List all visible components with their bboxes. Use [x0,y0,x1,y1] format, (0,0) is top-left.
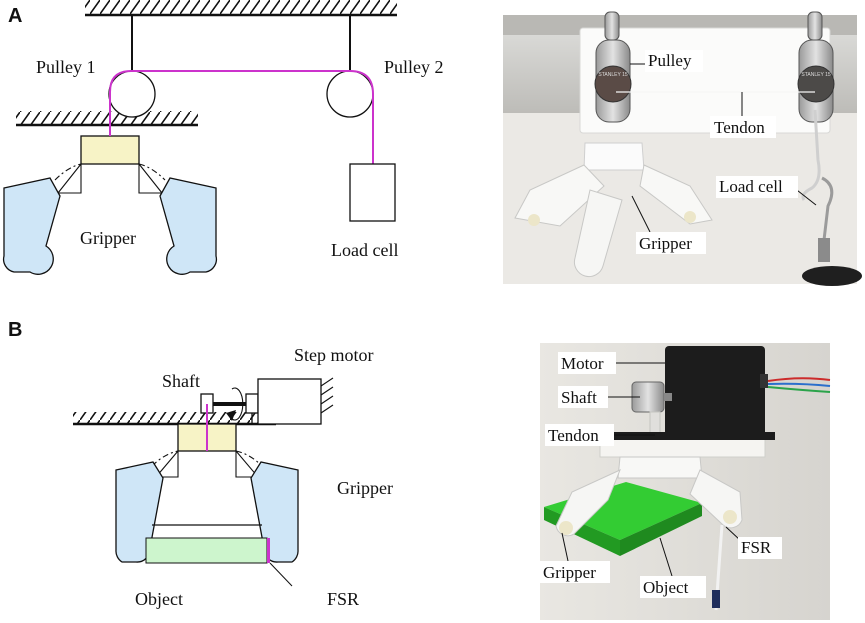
step-motor-box [257,378,322,425]
photo-a-load-cell [801,109,862,286]
photo-b-label-motor: Motor [558,352,665,374]
svg-text:Tendon: Tendon [548,426,599,445]
label-shaft: Shaft [162,371,200,391]
pulley2-wheel [326,70,374,118]
photo-b-label-object: Object [640,537,706,598]
label-pulley1: Pulley 1 [36,57,96,77]
photo-a-gripper [514,142,713,278]
base-a [16,111,198,127]
base-b [73,412,276,426]
photo-a-pulley-right: STANLEY 15 [797,11,835,123]
label-step-motor: Step motor [294,345,374,365]
label-pulley2: Pulley 2 [384,57,444,77]
pulley-engraving-left: STANLEY 15 [598,72,627,78]
svg-text:Tendon: Tendon [714,118,765,137]
ceiling-a [85,0,397,17]
pulley1-wheel [108,70,156,118]
object-b [145,537,268,564]
photo-b-label-shaft: Shaft [558,386,640,408]
fsr-strip [267,538,270,563]
svg-text:Object: Object [643,578,689,597]
photo-b-motor [631,346,831,443]
pulley-engraving-right: STANLEY 15 [801,72,830,78]
panel-letter-b: B [8,319,22,341]
svg-text:Gripper: Gripper [639,234,692,253]
label-object: Object [135,589,183,609]
photo-a-pulley-left: STANLEY 15 [594,11,632,123]
panel-b: B [8,319,393,609]
photo-b-label-gripper: Gripper [540,532,610,583]
tendon-a [109,70,374,164]
label-load-cell: Load cell [331,240,398,260]
finger-right-a [159,177,218,275]
svg-text:Shaft: Shaft [561,388,597,407]
photo-a-label-tendon: Tendon [710,92,776,138]
palm-a [80,135,140,165]
label-fsr: FSR [327,589,359,609]
photo-b-label-fsr: FSR [725,526,782,559]
photo-b-label-tendon: Tendon [545,424,655,446]
panel-a: A Pulley 1 Pulley 2 Gripper Load cell [2,0,444,275]
photo-a-label-gripper: Gripper [631,195,706,254]
photo-b-gripper [544,456,743,611]
svg-text:Gripper: Gripper [543,563,596,582]
gripper-a [2,135,218,275]
svg-text:Motor: Motor [561,354,604,373]
fsr-leader [269,562,293,587]
gripper-b [115,404,299,563]
label-gripper-a: Gripper [80,228,136,248]
svg-text:FSR: FSR [741,538,772,557]
svg-text:Load cell: Load cell [719,177,783,196]
load-cell-box [349,163,396,222]
label-gripper-b: Gripper [337,478,393,498]
panel-b-photo: Motor Shaft Tendon FSR Gripper Object [540,343,831,620]
photo-a-label-pulley: Pulley [630,50,703,72]
finger-left-a [2,177,61,275]
photo-a-label-load-cell: Load cell [716,176,817,206]
panel-a-photo: STANLEY 15 STANLEY 15 Pulley [503,11,862,286]
panel-letter-a: A [8,5,22,27]
svg-text:Pulley: Pulley [648,51,692,70]
